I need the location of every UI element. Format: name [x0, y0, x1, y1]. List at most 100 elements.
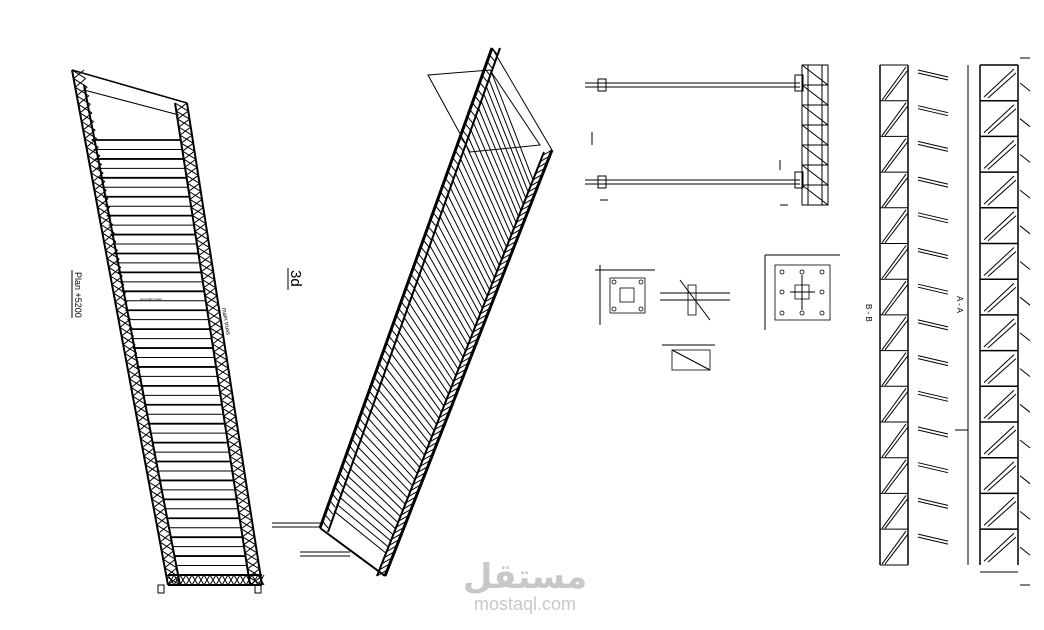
floor-slat [390, 352, 440, 419]
truss-diagonal [422, 239, 430, 248]
diagonal [884, 319, 909, 351]
truss-diagonal [210, 335, 225, 345]
truss-diagonal [393, 321, 400, 330]
truss-diagonal [407, 490, 419, 498]
diagonal [987, 215, 1017, 242]
truss-diagonal [469, 332, 481, 340]
truss-diagonal [467, 338, 479, 346]
truss-diagonal [212, 343, 227, 353]
diagonal [881, 245, 907, 279]
truss-diagonal [390, 328, 398, 337]
truss-diagonal [324, 513, 331, 522]
diagonal [983, 461, 1015, 491]
leader [917, 140, 949, 149]
truss-diagonal [517, 210, 529, 218]
truss-diagonal [334, 486, 341, 495]
floor-slat [447, 194, 493, 284]
floor-slat [434, 230, 481, 315]
truss-diagonal [431, 429, 443, 437]
truss-diagonal [366, 397, 373, 405]
truss-diagonal [336, 479, 344, 488]
floor-slat [439, 215, 485, 302]
leader [917, 465, 949, 474]
truss-diagonal [386, 545, 398, 553]
truss-diagonal [146, 464, 158, 474]
truss-diagonal [388, 335, 395, 344]
truss-diagonal [102, 224, 114, 234]
truss-diagonal [132, 387, 144, 397]
truss-diagonal [229, 456, 244, 465]
truss-diagonal [204, 295, 219, 305]
truss-diagonal [391, 532, 402, 540]
end-frame [319, 527, 386, 577]
truss-diagonal [420, 246, 427, 255]
diagonal [881, 173, 907, 208]
truss-diagonal [156, 515, 168, 526]
truss-diagonal [417, 253, 425, 261]
leader [1019, 475, 1031, 485]
truss-diagonal [441, 405, 453, 413]
truss-diagonal [142, 438, 154, 449]
floor-slat [416, 280, 464, 358]
floor-slat [413, 287, 461, 364]
truss-diagonal [469, 109, 476, 117]
truss-diagonal [354, 431, 361, 440]
bolt [779, 269, 785, 275]
section-a-label: A - A [955, 296, 964, 314]
diagonal [884, 105, 909, 137]
bolt [799, 310, 805, 316]
leader [917, 426, 949, 435]
diagonal [983, 104, 1015, 134]
truss-diagonal [135, 404, 147, 414]
end-diagonal [227, 574, 235, 586]
end-diagonal [173, 574, 181, 586]
watermark-latin: mostaql.com [473, 594, 577, 614]
truss-diagonal [414, 472, 426, 480]
truss-diagonal [237, 504, 252, 514]
end-diagonal [185, 574, 193, 586]
leader [917, 212, 949, 221]
floor-slat [480, 100, 524, 204]
floor-slat [431, 237, 478, 321]
leader [917, 322, 949, 331]
diagonal [881, 459, 907, 493]
truss-diagonal [801, 104, 829, 126]
truss-diagonal [349, 445, 356, 453]
leader [1019, 368, 1031, 377]
leader [917, 69, 949, 78]
column-cap [597, 78, 607, 92]
truss-diagonal [235, 496, 250, 506]
truss-diagonal [193, 223, 208, 232]
truss-diagonal [464, 123, 471, 131]
truss-diagonal [438, 411, 450, 419]
watermark-arabic: مستقل [462, 557, 588, 597]
column-cap [597, 175, 607, 189]
leader [917, 500, 949, 509]
floor-slat [344, 482, 396, 529]
truss-diagonal [379, 563, 391, 571]
diagonal [987, 108, 1017, 135]
diagonal [884, 141, 909, 172]
truss-diagonal [158, 524, 170, 534]
truss-diagonal [97, 198, 109, 208]
truss-diagonal [238, 512, 253, 522]
diagonal [881, 138, 907, 172]
truss-diagonal [489, 54, 496, 63]
truss-diagonal [351, 438, 358, 447]
leader [1019, 511, 1031, 520]
truss-diagonal [801, 144, 829, 166]
floor-slat [374, 395, 425, 456]
diagonal [987, 286, 1017, 313]
bolt [638, 306, 644, 312]
truss-diagonal [452, 157, 459, 165]
truss-diagonal [519, 204, 531, 212]
truss-diagonal [230, 464, 245, 473]
support-mark [254, 584, 262, 594]
floor-slat [405, 309, 454, 382]
truss-diagonal [471, 102, 479, 111]
truss-diagonal [437, 198, 444, 207]
truss-diagonal [79, 103, 91, 114]
truss-diagonal [213, 351, 228, 361]
truss-diagonal [383, 551, 395, 559]
truss-diagonal [346, 452, 353, 460]
